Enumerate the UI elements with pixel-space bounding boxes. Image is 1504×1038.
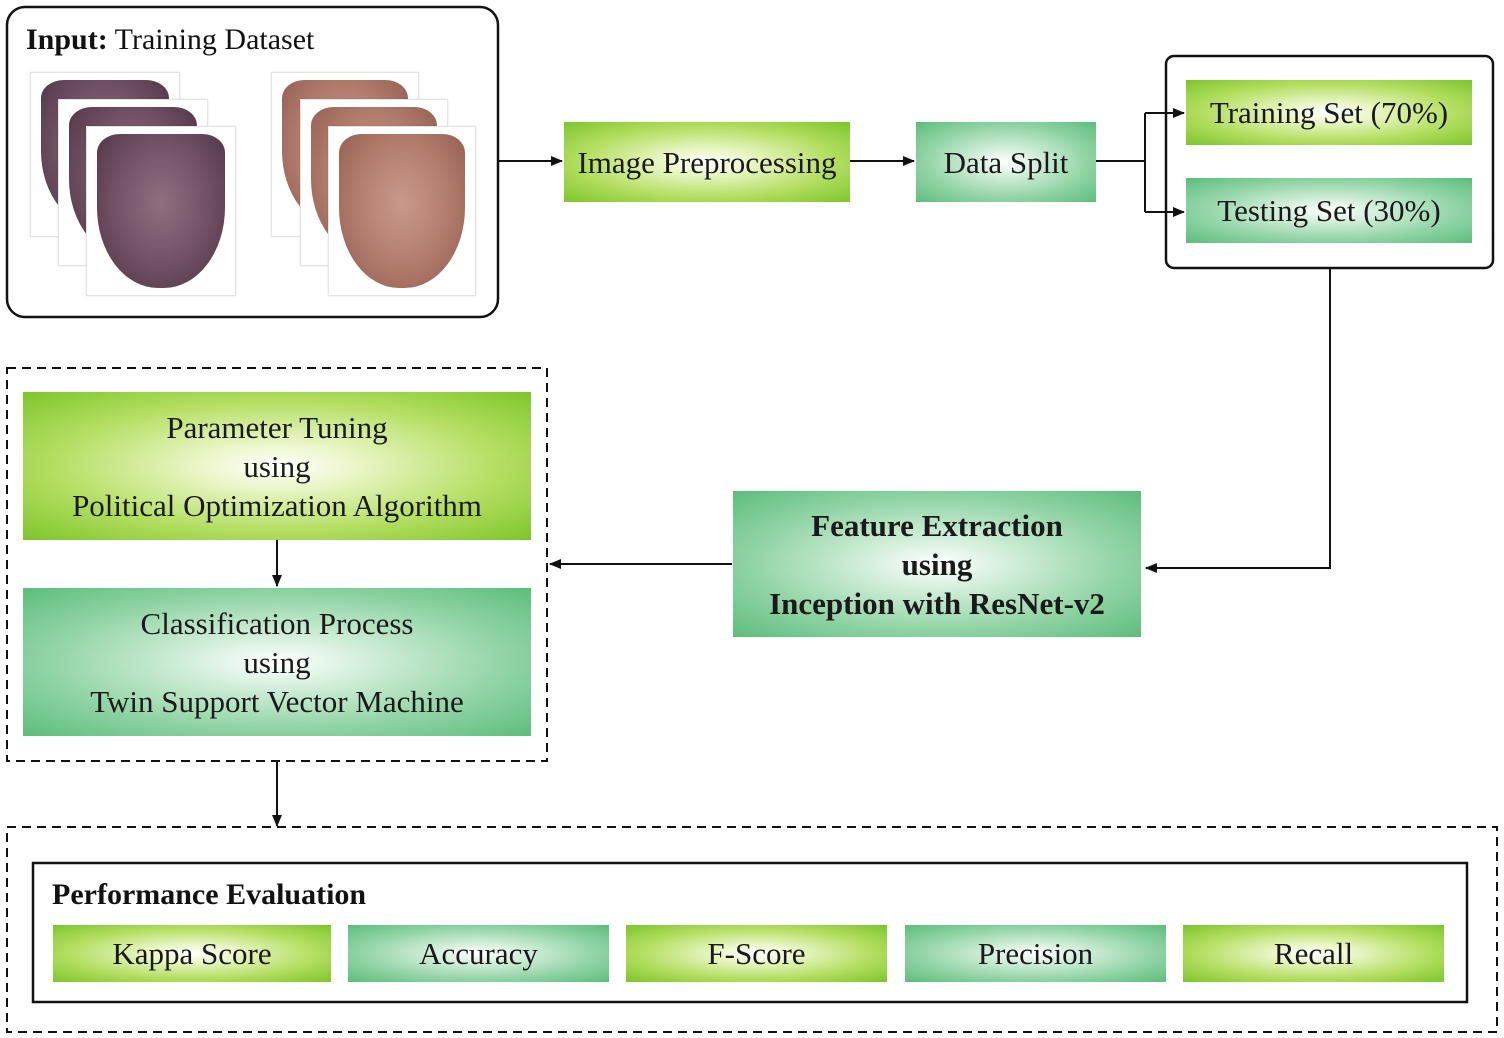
testing-set-box: Testing Set (30%) (1186, 178, 1472, 243)
feature-extraction-box: Feature Extraction using Inception with … (733, 491, 1141, 637)
metric-label: Kappa Score (112, 936, 272, 971)
parameter-tuning-line2: using (243, 448, 311, 484)
input-title-text: Training Dataset (107, 23, 315, 56)
performance-title: Performance Evaluation (52, 878, 367, 911)
data-split-box: Data Split (916, 122, 1096, 202)
feature-extraction-line2: using (901, 546, 973, 582)
sets-frame (1164, 54, 1495, 270)
classification-process-box: Classification Process using Twin Suppor… (23, 588, 531, 736)
classification-line1: Classification Process (140, 605, 414, 641)
data-split-label: Data Split (943, 144, 1069, 180)
testing-set-label: Testing Set (30%) (1217, 193, 1441, 228)
parameter-tuning-line3: Political Optimization Algorithm (72, 487, 482, 523)
training-set-box: Training Set (70%) (1186, 80, 1472, 145)
metric-kappa-score: Kappa Score (53, 925, 331, 982)
classifier-group-frame (6, 367, 548, 762)
performance-inner-frame (31, 861, 1469, 1004)
metric-recall: Recall (1183, 925, 1444, 982)
parameter-tuning-box: Parameter Tuning using Political Optimiz… (23, 392, 531, 540)
training-set-label: Training Set (70%) (1209, 95, 1449, 130)
metric-label: Accuracy (419, 936, 538, 971)
image-preprocessing-box: Image Preprocessing (564, 122, 850, 202)
metric-precision: Precision (905, 925, 1166, 982)
classification-line2: using (243, 644, 311, 680)
feature-extraction-line1: Feature Extraction (811, 507, 1063, 543)
tongue-image-pink-3 (328, 126, 476, 296)
tongue-image-dark-3 (86, 126, 236, 296)
metric-label: Precision (977, 936, 1094, 971)
feature-extraction-line3: Inception with ResNet-v2 (769, 585, 1105, 621)
parameter-tuning-line1: Parameter Tuning (166, 409, 388, 445)
input-frame (5, 5, 500, 319)
metric-f-score: F-Score (626, 925, 887, 982)
image-preprocessing-label: Image Preprocessing (577, 144, 837, 180)
input-title-bold: Input: (26, 23, 108, 56)
line-sets-down (1160, 268, 1331, 569)
performance-outer-frame (6, 826, 1498, 1033)
metric-accuracy: Accuracy (348, 925, 609, 982)
metric-label: F-Score (707, 936, 806, 971)
classification-line3: Twin Support Vector Machine (90, 683, 464, 719)
input-title: Input: Training Dataset (26, 20, 314, 60)
metric-label: Recall (1273, 936, 1354, 971)
